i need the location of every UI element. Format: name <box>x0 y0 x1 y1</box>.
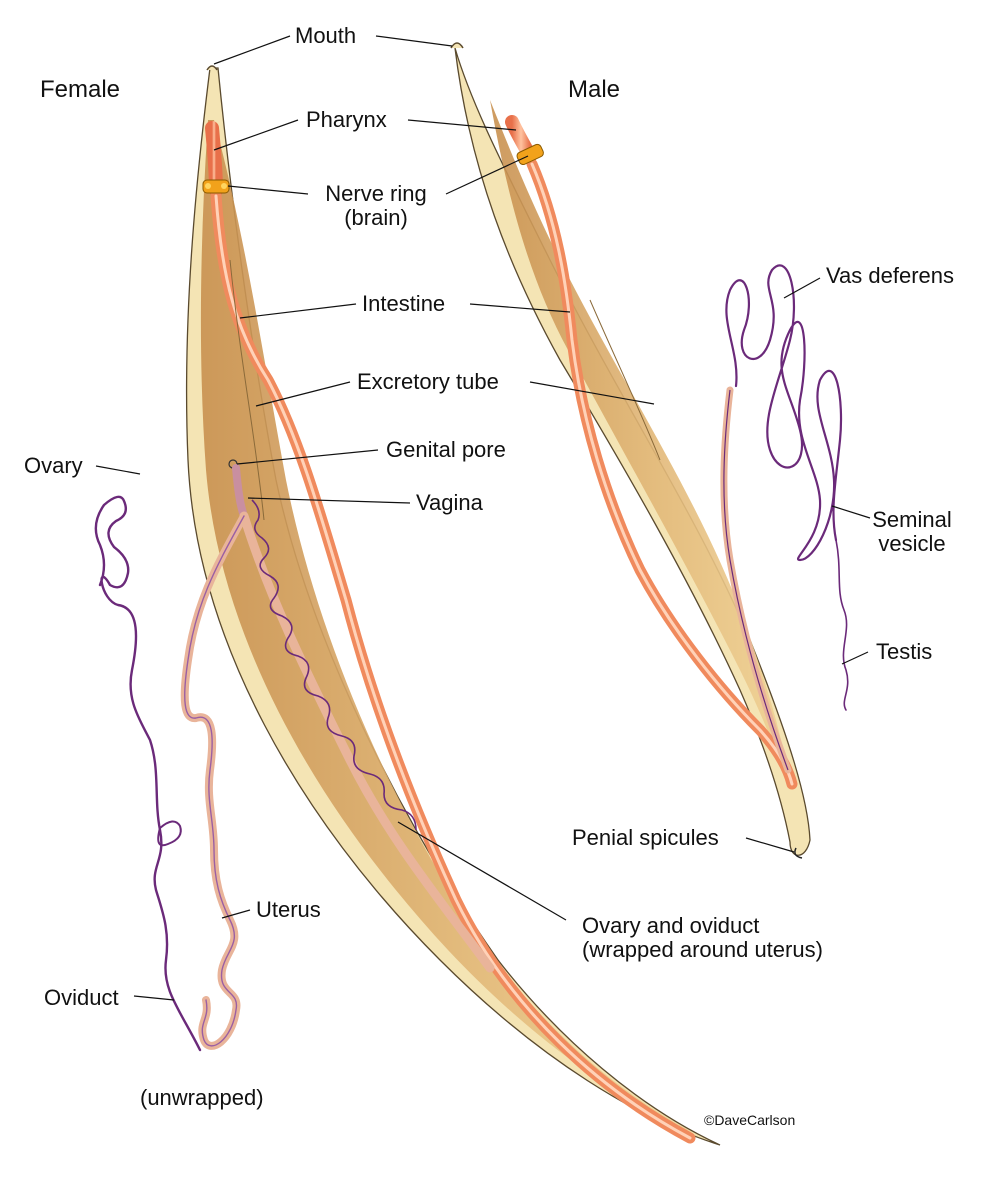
male-excretory-tube <box>589 299 661 461</box>
leader-oviduct <box>133 995 175 1001</box>
male-intestine-highlight <box>530 162 794 786</box>
label-seminal-vesicle-line2: vesicle <box>878 531 946 556</box>
ovary-wrapped <box>251 499 417 831</box>
label-vas-deferens: Vas deferens <box>826 263 955 288</box>
uterus-inner <box>239 511 495 973</box>
label-nerve-ring-line1: Nerve ring <box>325 181 427 206</box>
label-uterus: Uterus <box>256 897 321 922</box>
label-excretory-tube: Excretory tube <box>357 369 499 394</box>
label-nerve-ring: Nerve ring (brain) <box>306 182 446 230</box>
label-intestine: Intestine <box>362 291 446 316</box>
label-ovary-oviduct: Ovary and oviduct (wrapped around uterus… <box>582 914 823 962</box>
leader-testis <box>841 651 869 665</box>
leader-penial-spicules <box>745 837 795 853</box>
vas-deferens-edge <box>723 389 789 771</box>
leader-excretory-female <box>255 381 351 407</box>
leader-mouth-female <box>213 35 291 65</box>
leader-genital-pore <box>236 449 379 465</box>
leader-uterus <box>221 909 251 919</box>
label-unwrapped: (unwrapped) <box>140 1085 264 1110</box>
label-ovary: Ovary <box>24 453 83 478</box>
leader-ovary-oviduct <box>397 821 567 921</box>
label-seminal-vesicle: Seminal vesicle <box>872 508 952 556</box>
oviduct-loop <box>157 820 182 847</box>
leader-lines <box>95 35 871 1001</box>
leader-pharynx-female <box>213 119 299 151</box>
male-penial-spicules <box>794 847 803 859</box>
leader-nerve-male <box>445 155 529 195</box>
female-excretory-tube <box>229 259 265 521</box>
label-mouth: Mouth <box>295 23 357 48</box>
leader-nerve-female <box>227 185 309 195</box>
label-ovary-oviduct-line2: (wrapped around uterus) <box>582 937 823 962</box>
label-ovary-oviduct-line1: Ovary and oviduct <box>582 913 760 938</box>
label-nerve-ring-line2: (brain) <box>344 205 408 230</box>
male-mouth <box>450 42 464 49</box>
label-oviduct: Oviduct <box>44 985 119 1010</box>
label-penial-spicules: Penial spicules <box>572 825 719 850</box>
copyright-credit: ©DaveCarlson <box>704 1112 796 1128</box>
male-worm <box>450 42 849 859</box>
female-mouth <box>206 65 218 71</box>
label-male: Male <box>568 76 621 103</box>
label-vagina: Vagina <box>416 490 483 515</box>
ovary-unwrapped <box>94 495 202 1052</box>
leader-excretory-male <box>529 381 655 405</box>
label-genital-pore: Genital pore <box>386 437 506 462</box>
leader-intestine-female <box>239 303 357 319</box>
seminal-vesicle-coils <box>725 264 843 562</box>
label-seminal-vesicle-line1: Seminal <box>872 507 952 532</box>
leader-vas-deferens <box>783 277 821 299</box>
leader-intestine-male <box>469 303 571 313</box>
label-female: Female <box>40 76 121 103</box>
female-intestine-highlight <box>214 194 692 1140</box>
leader-ovary <box>95 465 141 475</box>
leader-mouth-male <box>375 35 453 47</box>
leader-vagina <box>247 497 411 504</box>
testis-thread <box>835 539 849 711</box>
leader-seminal-vesicle <box>831 505 871 519</box>
female-body-cavity <box>200 120 700 1136</box>
female-nerve-ring <box>202 179 230 194</box>
label-pharynx: Pharynx <box>306 107 387 132</box>
female-worm <box>94 65 721 1146</box>
label-testis: Testis <box>876 639 933 664</box>
leader-pharynx-male <box>407 119 517 131</box>
uterus-external-edge <box>184 515 245 1047</box>
